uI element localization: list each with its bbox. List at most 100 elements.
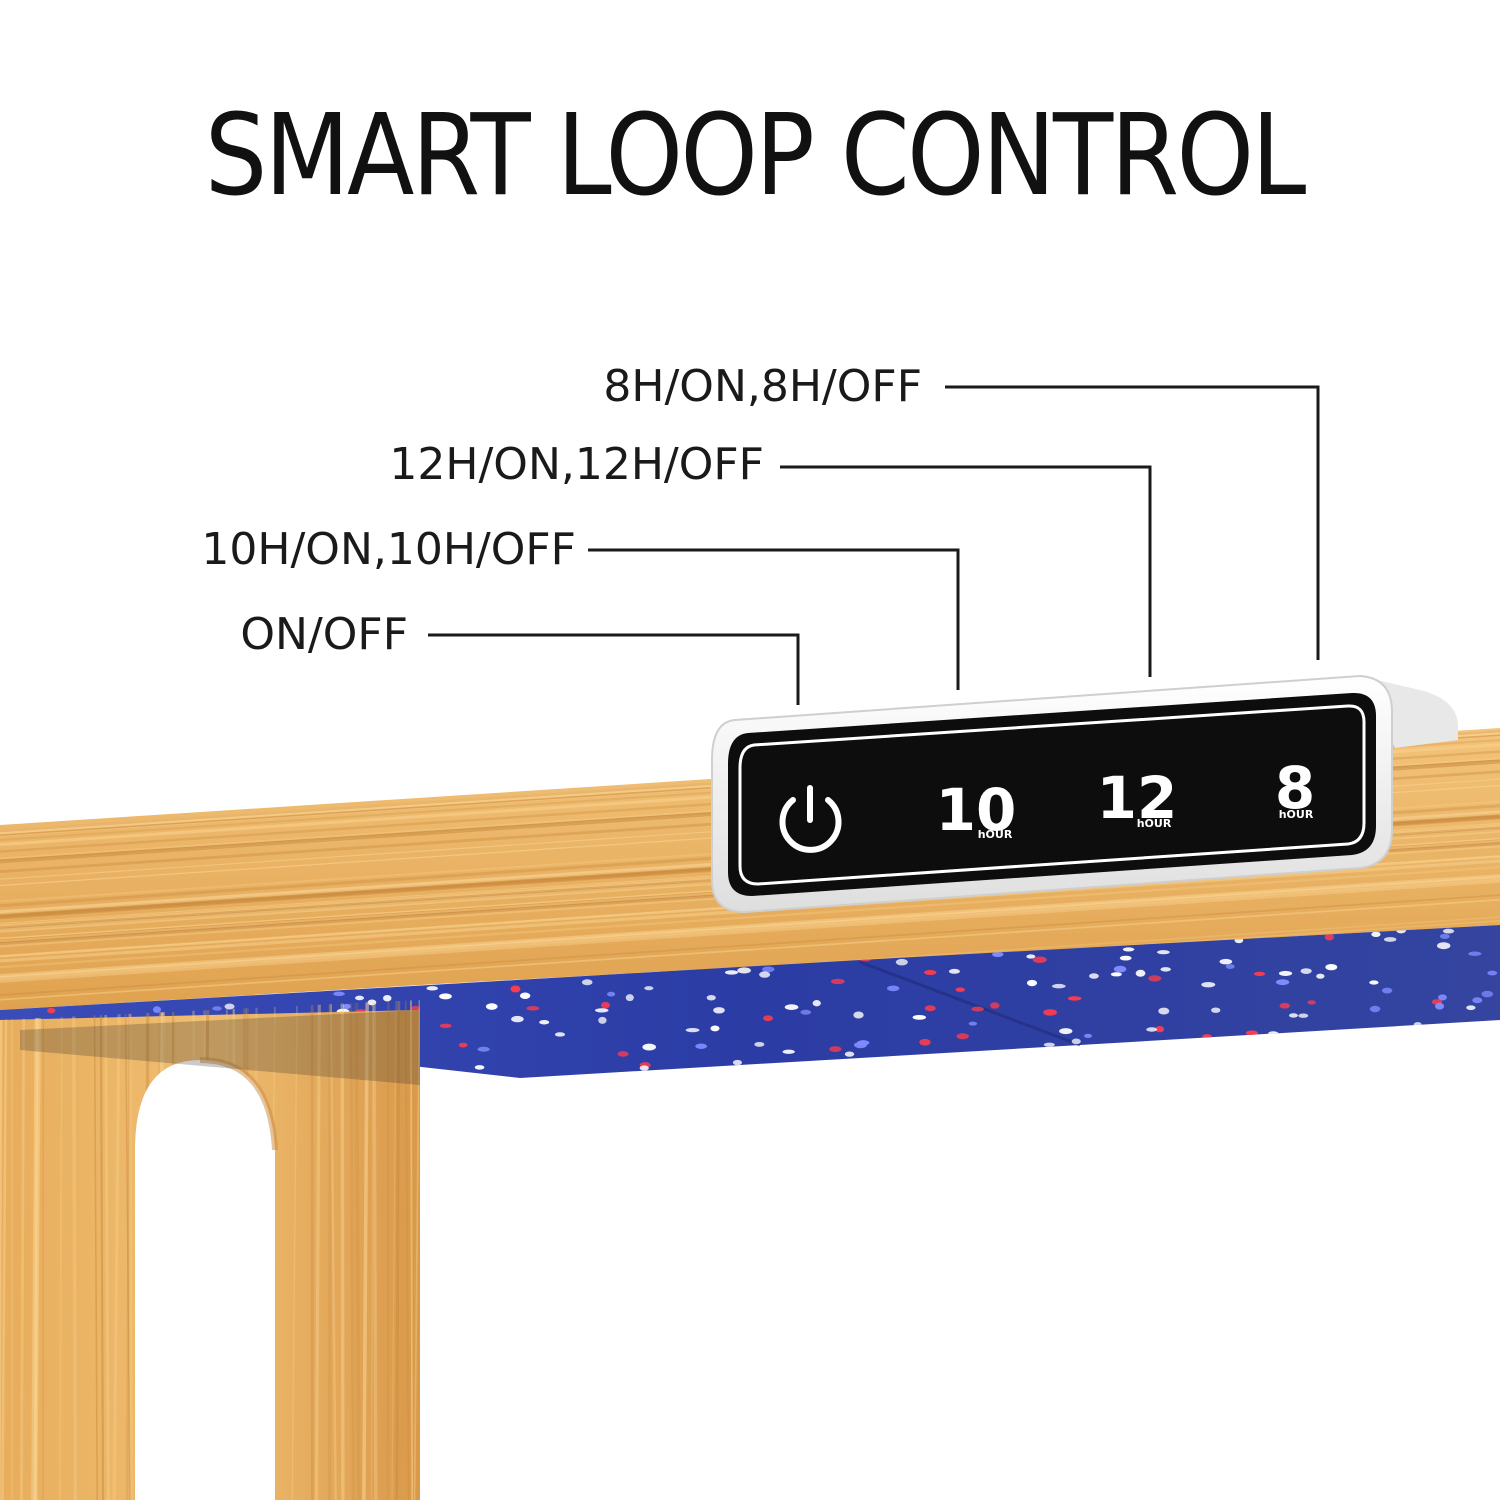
wood-grain-line [413, 1000, 420, 1500]
led-dot [1146, 1027, 1158, 1032]
timer-10-hour-button[interactable]: 10 hOUR [936, 776, 1017, 844]
led-dot [1316, 973, 1325, 979]
led-dot [1119, 955, 1132, 961]
led-dot [1395, 1041, 1407, 1048]
wood-grain-line [71, 1000, 78, 1500]
led-dot [1311, 1047, 1321, 1052]
power-icon [779, 797, 842, 853]
control-panel: 10 hOUR 12 hOUR 8 hOUR [711, 674, 1459, 914]
led-dot [474, 1065, 485, 1070]
wood-grain-line [112, 1000, 121, 1500]
led-dot [1157, 950, 1170, 955]
led-dot [367, 999, 377, 1006]
callout-line-8h [945, 385, 1320, 660]
callout-label-12h: 12H/ON,12H/OFF [389, 439, 764, 490]
led-dot [895, 958, 908, 966]
led-dot [829, 1046, 842, 1052]
led-dot [897, 1058, 909, 1063]
led-dot [1051, 983, 1066, 989]
led-dot [1122, 947, 1135, 952]
led-dot [955, 987, 966, 992]
led-dot [439, 993, 452, 1000]
led-dot [477, 1046, 490, 1052]
led-dot [1110, 972, 1122, 977]
led-dot [1026, 979, 1038, 987]
timer-10-unit: hOUR [978, 828, 1013, 841]
led-dot [594, 1008, 609, 1013]
led-dot [355, 995, 365, 1001]
led-dot [924, 1005, 936, 1012]
led-dot [1432, 1032, 1444, 1038]
led-dot [924, 969, 937, 975]
timer-12-unit: hOUR [1137, 817, 1172, 830]
led-dot [644, 986, 654, 991]
led-dot [1196, 1067, 1211, 1075]
led-dot [1288, 1013, 1298, 1018]
wood-grain-line [372, 1000, 378, 1500]
wood-grain-line [0, 866, 1500, 969]
wood-grain-line [20, 1000, 26, 1500]
led-dot [1426, 1059, 1436, 1064]
power-button[interactable] [779, 785, 842, 853]
led-dot [990, 1002, 1000, 1009]
led-dot [1420, 1040, 1431, 1046]
wood-grain-line [410, 1000, 414, 1500]
led-dot [642, 1043, 656, 1051]
led-dot [1219, 958, 1233, 965]
led-dot [1267, 1031, 1280, 1038]
timer-8-hour-button[interactable]: 8 hOUR [1275, 754, 1315, 822]
led-dot [1094, 1066, 1108, 1074]
led-dot [1361, 1069, 1375, 1074]
led-dot [1067, 996, 1082, 1001]
wood-grain-line [349, 1000, 355, 1500]
led-dot [1279, 1002, 1291, 1009]
led-dot [851, 1067, 865, 1074]
led-dot [1324, 933, 1334, 941]
callout-line-onoff [428, 633, 800, 705]
wood-grain-line [0, 1000, 3, 1500]
wood-grain-line [93, 1000, 99, 1500]
led-dot [853, 1011, 864, 1019]
led-dot [439, 1023, 452, 1028]
led-dot [823, 1067, 838, 1073]
wood-grain-line [327, 1000, 332, 1500]
led-dot [1468, 951, 1482, 956]
led-dot [960, 1077, 972, 1078]
led-dot [1084, 1033, 1093, 1038]
led-dot [510, 985, 521, 993]
led-dot [695, 1043, 707, 1049]
led-dot [981, 1057, 991, 1065]
led-dot [1053, 1051, 1063, 1058]
led-dot [948, 968, 960, 974]
led-dot [759, 971, 771, 978]
led-dot [1227, 1062, 1239, 1069]
led-dot [1487, 970, 1498, 976]
led-dot [762, 966, 775, 973]
led-dot [713, 1007, 725, 1014]
wooden-frame-left-leg [0, 1000, 420, 1500]
led-dot [1300, 968, 1312, 974]
led-dot [830, 978, 845, 985]
wood-grain-line [340, 1000, 345, 1500]
wood-grain-line [0, 894, 1500, 996]
led-dot [1155, 1025, 1165, 1033]
led-dot [782, 1049, 795, 1054]
wood-grain-line [0, 880, 1500, 983]
led-dot [1032, 956, 1047, 963]
led-dot [511, 1015, 524, 1023]
wood-grain-line [59, 1000, 63, 1500]
led-dot [458, 1042, 468, 1048]
led-dot [1201, 981, 1216, 988]
led-dot [1461, 1074, 1470, 1078]
led-dot [152, 1006, 161, 1014]
timer-12-hour-button[interactable]: 12 hOUR [1097, 764, 1178, 832]
led-dot [685, 1028, 700, 1033]
led-dot [1158, 1007, 1170, 1015]
led-dot [1302, 1050, 1316, 1057]
led-dot [1383, 937, 1397, 942]
wood-grain-line [1, 1000, 8, 1500]
led-dot [1196, 1038, 1207, 1043]
led-dot [383, 994, 392, 1002]
wood-grain-line [0, 877, 1500, 979]
